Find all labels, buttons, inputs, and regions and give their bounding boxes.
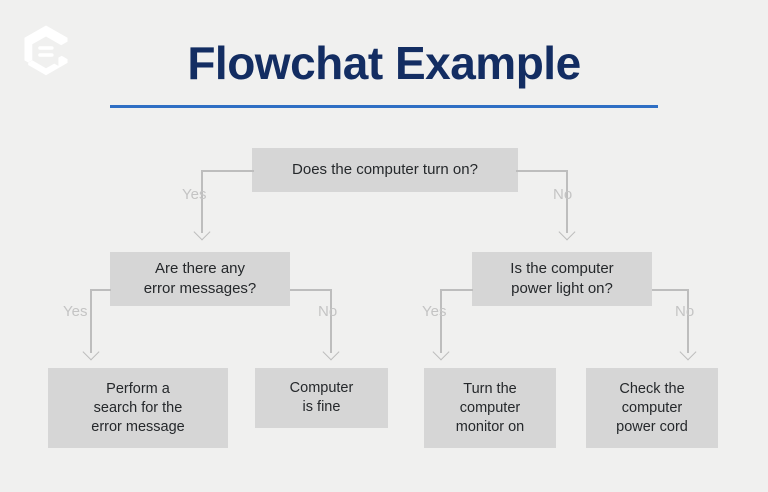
action-node-search-error-message[interactable]: Perform a search for the error message [48, 368, 228, 448]
hexagon-c-logo-icon [22, 24, 70, 78]
action-node-computer-is-fine[interactable]: Computer is fine [255, 368, 388, 428]
action-node-check-power-cord[interactable]: Check the computer power cord [586, 368, 718, 448]
connector-q2-to-a1-horizontal [91, 289, 111, 291]
decision-node-error-messages[interactable]: Are there any error messages? [110, 252, 290, 306]
connector-q1-to-q2-horizontal [202, 170, 254, 172]
page-title: Flowchat Example [187, 37, 581, 89]
connector-q3-to-a4-horizontal [652, 289, 688, 291]
arrowhead-q2-to-a1 [82, 343, 100, 361]
edge-label-q2-no: No [318, 303, 338, 320]
connector-q1-to-q3-horizontal [516, 170, 568, 172]
edge-label-q3-no: No [675, 303, 695, 320]
decision-node-power-light[interactable]: Is the computer power light on? [472, 252, 652, 306]
action-node-turn-monitor-on[interactable]: Turn the computer monitor on [424, 368, 556, 448]
arrowhead-q1-to-q2 [193, 223, 211, 241]
arrowhead-q3-to-a4 [679, 343, 697, 361]
arrowhead-q2-to-a2 [322, 343, 340, 361]
edge-label-q2-yes: Yes [63, 303, 88, 320]
connector-q1-to-q3-vertical [566, 170, 568, 233]
connector-q2-to-a1-vertical [90, 289, 92, 353]
decision-node-computer-turn-on[interactable]: Does the computer turn on? [252, 148, 518, 192]
edge-label-q1-yes: Yes [182, 186, 207, 203]
arrowhead-q3-to-a3 [432, 343, 450, 361]
arrowhead-q1-to-q3 [558, 223, 576, 241]
connector-q2-to-a2-horizontal [290, 289, 331, 291]
edge-label-q1-no: No [553, 186, 573, 203]
connector-q3-to-a4-vertical [687, 289, 689, 353]
connector-q3-to-a3-horizontal [441, 289, 473, 291]
connector-q2-to-a2-vertical [330, 289, 332, 353]
connector-q3-to-a3-vertical [440, 289, 442, 353]
edge-label-q3-yes: Yes [422, 303, 447, 320]
title-divider [110, 105, 658, 108]
connector-q1-to-q2-vertical [201, 170, 203, 233]
